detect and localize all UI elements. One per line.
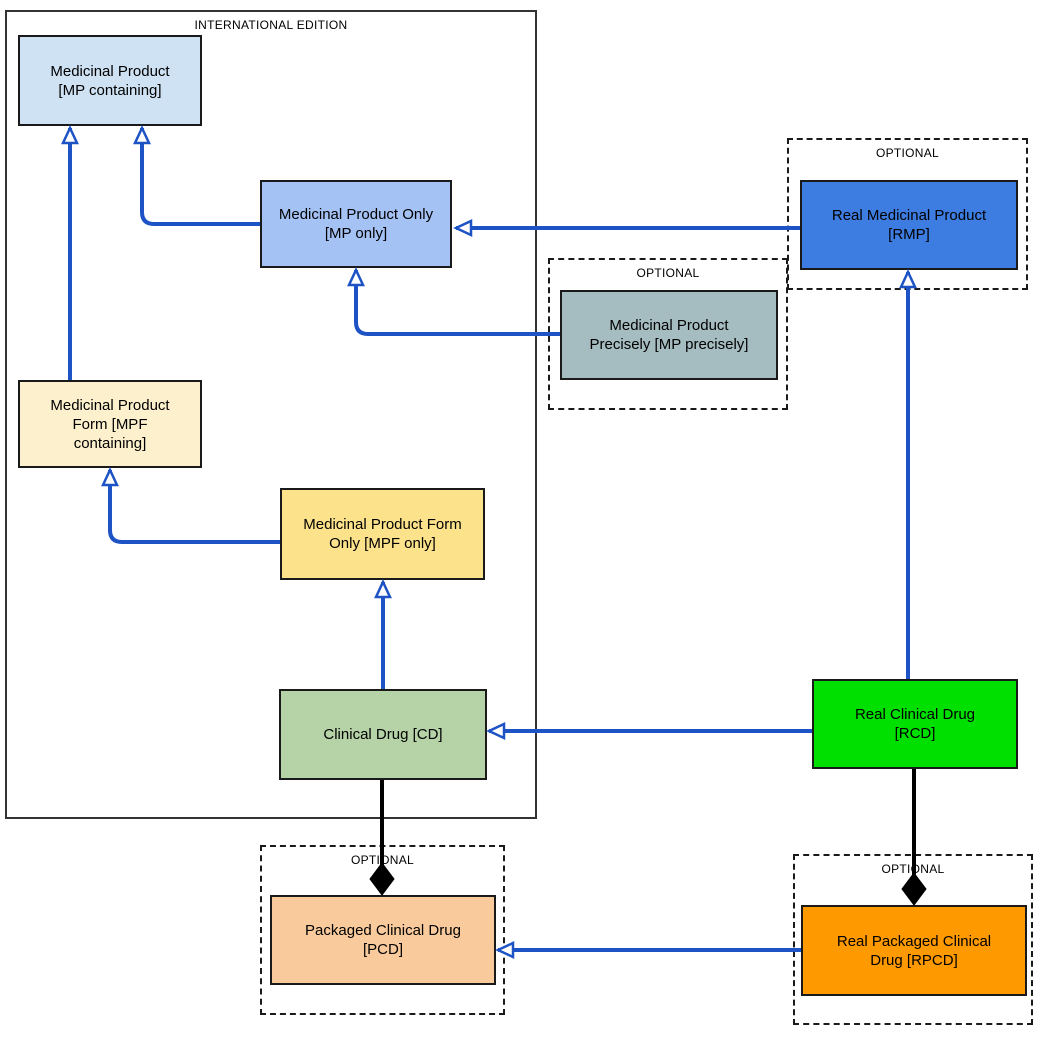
node-medicinal-product-only-mp-only-label: Medicinal Product Only [MP only] [278, 206, 434, 242]
node-real-clinical-drug-rcd-label: Real Clinical Drug [RCD] [854, 706, 976, 742]
node-medicinal-product-mp-containing-label: Medicinal Product [MP containing] [50, 62, 170, 99]
node-real-packaged-clinical-drug-rpcd-label: Real Packaged Clinical Drug [RPCD] [836, 932, 992, 969]
container-optional-pcd-label: OPTIONAL [350, 853, 415, 867]
node-packaged-clinical-drug-pcd: Packaged Clinical Drug [PCD] [270, 895, 496, 985]
node-real-packaged-clinical-drug-rpcd: Real Packaged Clinical Drug [RPCD] [801, 905, 1027, 996]
node-medicinal-product-precisely-mp-precisely: Medicinal Product Precisely [MP precisel… [560, 290, 778, 380]
node-real-clinical-drug-rcd: Real Clinical Drug [RCD] [812, 679, 1018, 769]
node-medicinal-product-mp-containing: Medicinal Product [MP containing] [18, 35, 202, 126]
node-medicinal-product-form-only-mpf-only: Medicinal Product Form Only [MPF only] [280, 488, 485, 580]
container-optional-rpcd-label: OPTIONAL [881, 862, 945, 876]
node-medicinal-product-precisely-mp-precisely-label: Medicinal Product Precisely [MP precisel… [589, 317, 749, 353]
container-optional-mp-precisely-label: OPTIONAL [636, 266, 700, 280]
node-real-medicinal-product-rmp-label: Real Medicinal Product [RMP] [831, 207, 987, 243]
container-international-edition: INTERNATIONAL EDITION [5, 10, 537, 819]
container-international-edition-label: INTERNATIONAL EDITION [194, 18, 348, 32]
node-medicinal-product-only-mp-only: Medicinal Product Only [MP only] [260, 180, 452, 268]
node-medicinal-product-form-mpf-containing-label: Medicinal Product Form [MPF containing] [50, 396, 170, 452]
container-optional-rmp-label: OPTIONAL [875, 146, 940, 160]
node-medicinal-product-form-only-mpf-only-label: Medicinal Product Form Only [MPF only] [303, 516, 462, 552]
node-real-medicinal-product-rmp: Real Medicinal Product [RMP] [800, 180, 1018, 270]
node-clinical-drug-cd: Clinical Drug [CD] [279, 689, 487, 780]
node-packaged-clinical-drug-pcd-label: Packaged Clinical Drug [PCD] [305, 922, 461, 958]
node-medicinal-product-form-mpf-containing: Medicinal Product Form [MPF containing] [18, 380, 202, 468]
node-clinical-drug-cd-label: Clinical Drug [CD] [323, 726, 443, 743]
